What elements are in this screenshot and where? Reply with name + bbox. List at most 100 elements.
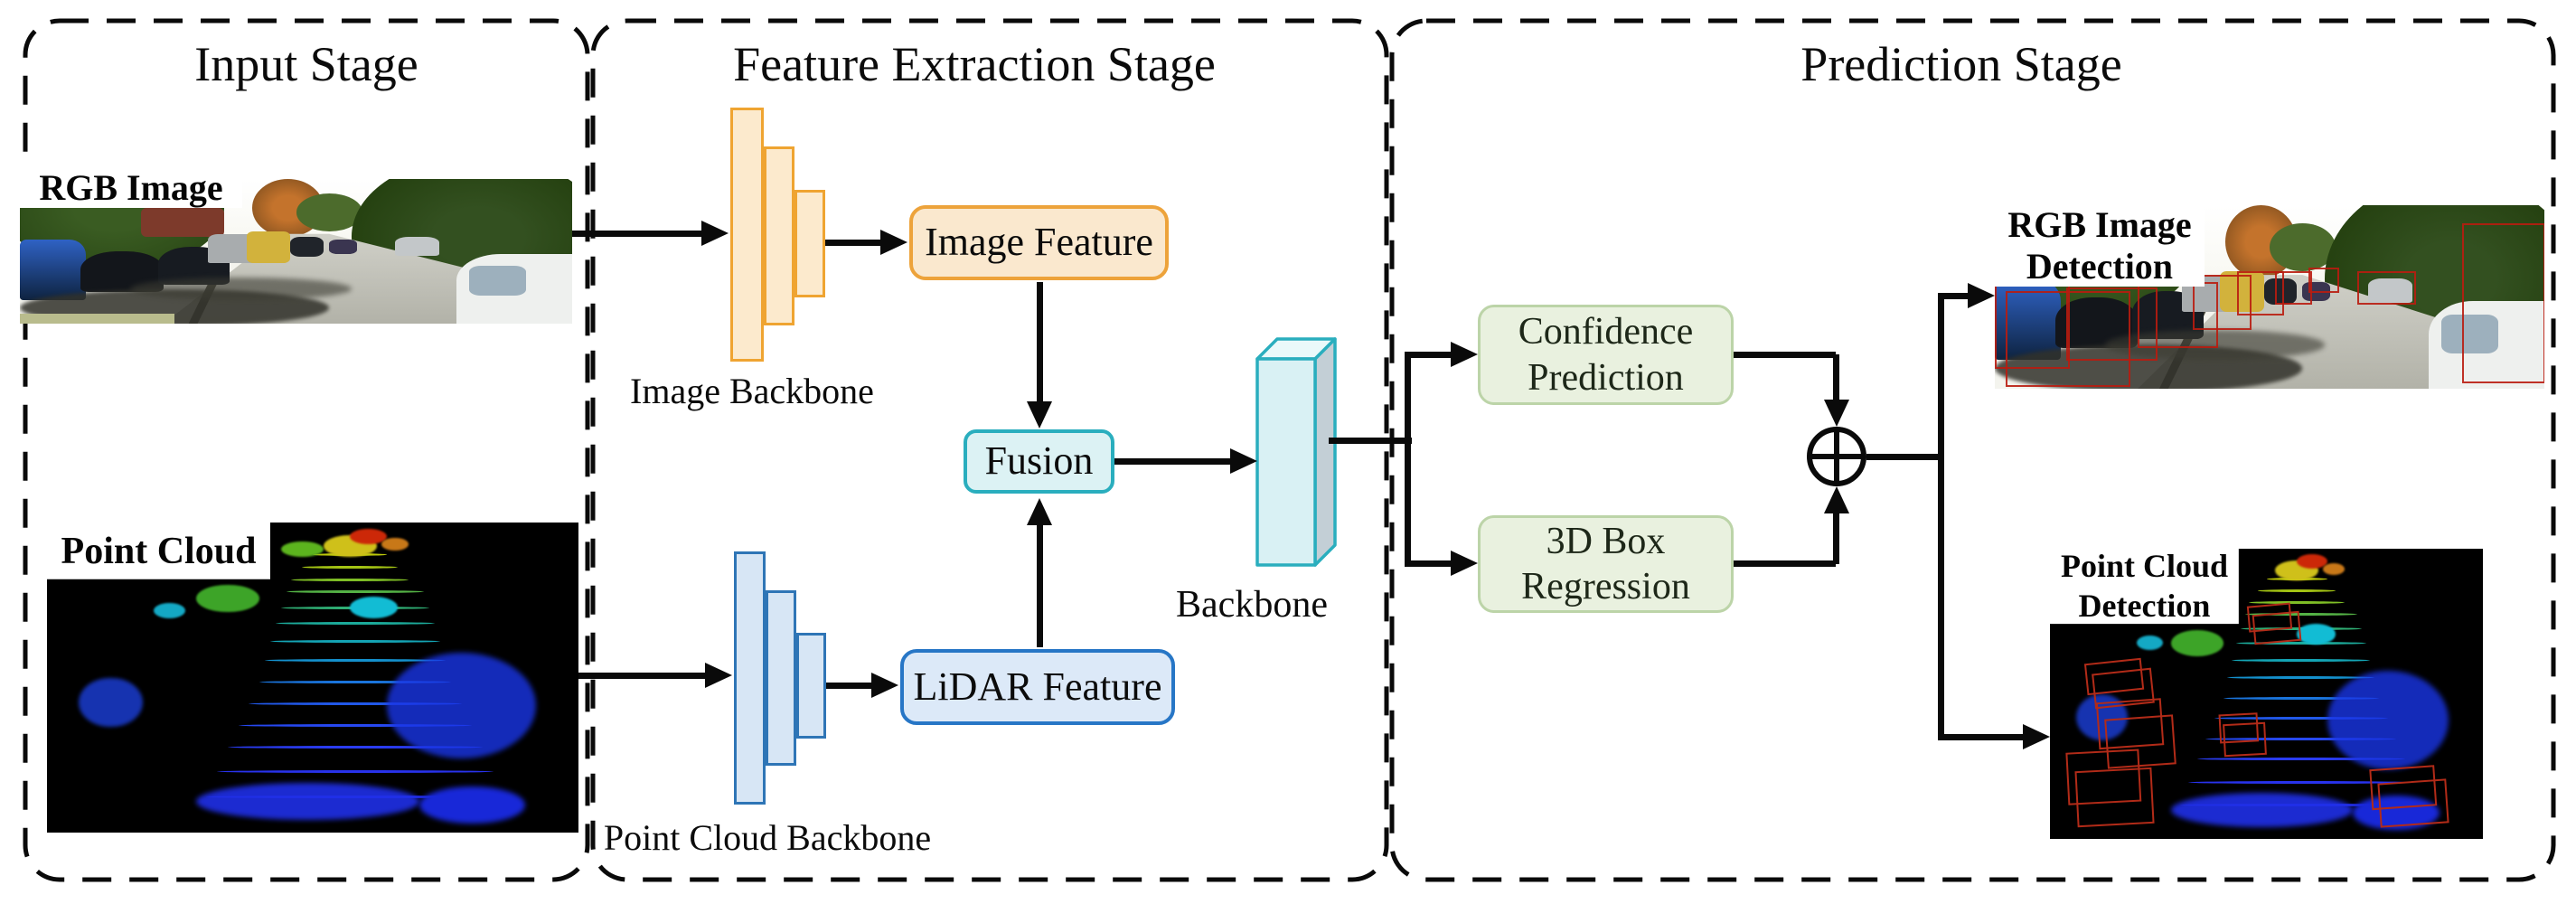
scan-line — [2196, 758, 2405, 761]
windshield — [468, 265, 526, 296]
point-cluster-blue — [418, 786, 526, 824]
confidence-prediction-box: Confidence Prediction — [1478, 305, 1734, 405]
rgb-image-label: RGB Image — [20, 166, 242, 208]
feature-extraction-stage-title: Feature Extraction Stage — [733, 37, 1216, 91]
arrow-branch-to-rgb-detection — [1938, 293, 1970, 299]
arrowhead — [1824, 400, 1849, 427]
car-blob — [2429, 300, 2544, 389]
scan-line — [2257, 589, 2336, 592]
car-blob — [246, 231, 291, 263]
point-cluster-cyan — [2136, 636, 2163, 651]
line-confidence-to-elbow — [1734, 352, 1836, 358]
car-blob — [2263, 278, 2298, 305]
point-cloud-backbone-layer — [766, 590, 796, 766]
grass-strip — [20, 313, 175, 324]
car-blob — [456, 254, 572, 324]
car-blob — [20, 240, 87, 301]
scan-line — [2214, 717, 2388, 720]
arrowhead — [1968, 283, 1995, 308]
line-backbone-to-split — [1329, 438, 1412, 444]
rgb-detection-label: RGB Image Detection — [1995, 205, 2205, 287]
arrowhead — [871, 673, 898, 698]
scan-line — [2244, 612, 2358, 616]
detection-box — [2461, 223, 2544, 383]
tree-canopy — [2270, 223, 2336, 272]
branch-vertical-line — [1938, 293, 1944, 740]
sum-icon — [1807, 427, 1866, 486]
car-blob — [329, 240, 357, 255]
scan-line — [227, 745, 484, 749]
scan-line — [2223, 696, 2380, 700]
arrowhead — [1027, 401, 1052, 428]
detection-box — [2066, 287, 2158, 362]
road-shadow — [130, 277, 352, 301]
point-cluster-blue — [387, 653, 536, 758]
arrowhead — [2023, 724, 2050, 749]
road-shadow — [2104, 330, 2325, 360]
point-cluster-cyan — [2297, 624, 2336, 645]
scan-line — [259, 680, 451, 683]
arrowhead — [705, 663, 732, 688]
point-cluster-green — [280, 541, 324, 557]
scan-line — [2235, 641, 2366, 645]
arrowhead — [1451, 551, 1478, 576]
point-cluster-cyan — [350, 597, 399, 619]
point-cluster-blue — [2327, 670, 2449, 769]
line-sum-to-branch — [1866, 454, 1943, 460]
image-backbone-layer — [764, 146, 794, 325]
arrow-image-backbone-to-feature — [825, 240, 882, 246]
arrowhead — [1451, 342, 1478, 367]
scan-line — [291, 578, 409, 581]
point-cluster-blue — [195, 783, 419, 821]
point-cloud-backbone-label: Point Cloud Backbone — [603, 817, 932, 858]
scan-line — [302, 566, 399, 570]
tree-canopy — [296, 193, 362, 231]
arrow-rgb-to-image-backbone — [572, 231, 703, 237]
point-cluster-green — [195, 584, 260, 613]
scan-line — [286, 590, 425, 594]
scan-line — [265, 658, 446, 662]
scan-line — [275, 621, 436, 625]
fusion-box: Fusion — [964, 429, 1114, 494]
point-cloud-backbone-layer — [734, 551, 766, 805]
detection-wireframe-box — [2222, 721, 2267, 757]
box-regression-box: 3D Box Regression — [1478, 515, 1734, 613]
arrowhead — [1824, 486, 1849, 513]
scan-line — [2232, 658, 2371, 662]
line-elbow-down — [1833, 354, 1839, 400]
scan-line — [2249, 600, 2345, 604]
scan-line — [217, 770, 494, 774]
detection-box — [2236, 271, 2285, 315]
point-cluster-red — [2297, 554, 2327, 570]
backbone-label: Backbone — [1176, 584, 1328, 626]
backbone-cuboid — [1255, 337, 1337, 567]
car-blob — [2368, 278, 2413, 303]
point-cloud-detection-label: Point Cloud Detection — [2060, 548, 2229, 624]
arrow-pointcloud-to-pc-backbone — [578, 673, 707, 679]
prediction-stage-title: Prediction Stage — [1800, 37, 2122, 91]
lidar-feature-box: LiDAR Feature — [900, 649, 1175, 725]
car-blob — [395, 237, 440, 256]
input-stage-title: Input Stage — [194, 37, 418, 91]
point-cloud-backbone-layer — [796, 633, 826, 739]
scan-line — [249, 702, 462, 705]
car-blob — [2220, 271, 2264, 312]
arrow-branch-to-pc-detection — [1938, 734, 2025, 740]
arrow-split-to-confidence — [1407, 352, 1451, 358]
arrowhead — [1027, 498, 1052, 525]
arrow-pc-backbone-to-lidar-feature — [826, 683, 873, 689]
windshield — [2441, 315, 2499, 353]
image-backbone-layer — [794, 190, 825, 297]
detection-wireframe-box — [2377, 778, 2449, 828]
image-backbone-layer — [730, 108, 764, 362]
detection-box — [2357, 271, 2417, 305]
point-cluster-orange — [381, 538, 409, 551]
image-backbone-label: Image Backbone — [630, 371, 874, 411]
arrowhead — [880, 230, 907, 255]
detection-box — [2192, 275, 2252, 330]
building — [141, 208, 225, 237]
split-vertical-line — [1405, 352, 1411, 567]
car-blob — [290, 237, 324, 258]
scan-line — [2188, 780, 2414, 784]
